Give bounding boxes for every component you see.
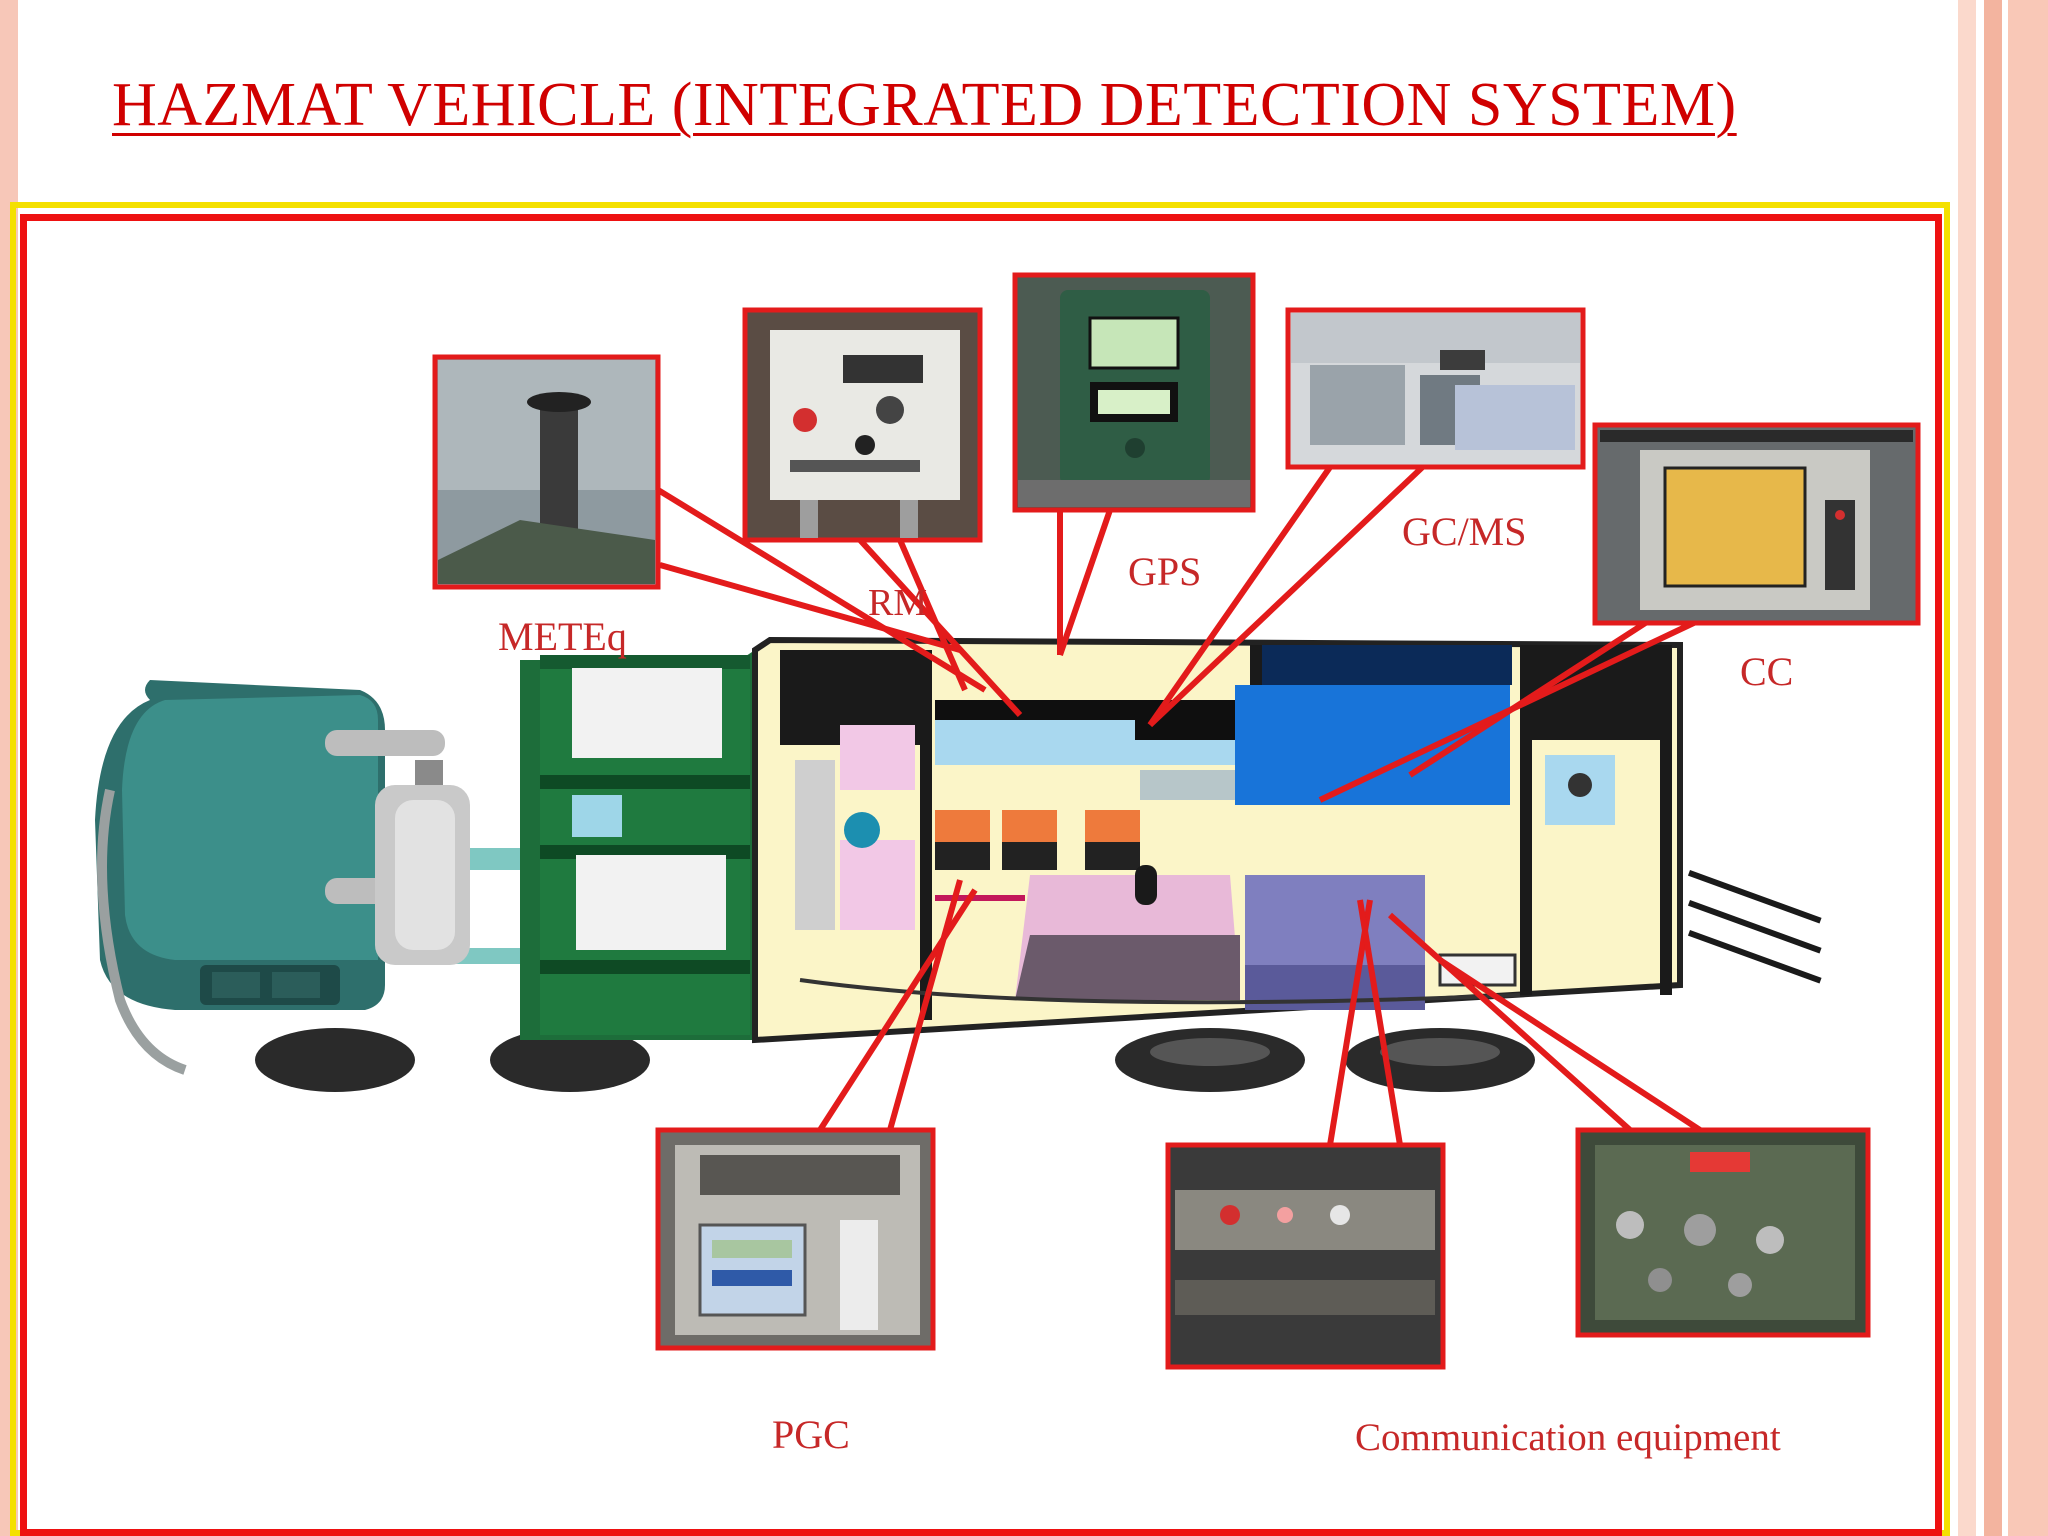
label-cc: CC bbox=[1740, 649, 1793, 694]
label-gps: GPS bbox=[1128, 549, 1201, 594]
comm-equipment-photo-2 bbox=[1575, 1127, 1871, 1338]
label-rm: RM bbox=[868, 582, 927, 624]
gps-photo bbox=[1012, 272, 1256, 513]
cc-photo bbox=[1592, 422, 1921, 626]
label-pgc: PGC bbox=[772, 1412, 850, 1457]
right-decorative-stripes bbox=[1958, 0, 2048, 1536]
label-communication-equipment: Communication equipment bbox=[1355, 1416, 1781, 1459]
label-gcms: GC/MS bbox=[1402, 509, 1527, 554]
pgc-photo bbox=[655, 1127, 936, 1351]
comm-equipment-photo-1 bbox=[1165, 1142, 1446, 1370]
rm-photo bbox=[742, 307, 983, 543]
hazmat-truck-illustration bbox=[95, 636, 1822, 1092]
laboratory-compartment bbox=[752, 636, 1822, 1044]
label-meteq: METEq bbox=[498, 614, 627, 659]
truck-wheels bbox=[255, 1028, 1535, 1092]
meteq-photo bbox=[432, 354, 661, 590]
generator-module bbox=[520, 650, 755, 1040]
gcms-photo bbox=[1285, 307, 1586, 470]
truck-cab bbox=[95, 680, 470, 1075]
callout-lines bbox=[648, 457, 1702, 1146]
slide-title: HAZMAT VEHICLE (INTEGRATED DETECTION SYS… bbox=[112, 71, 1737, 139]
